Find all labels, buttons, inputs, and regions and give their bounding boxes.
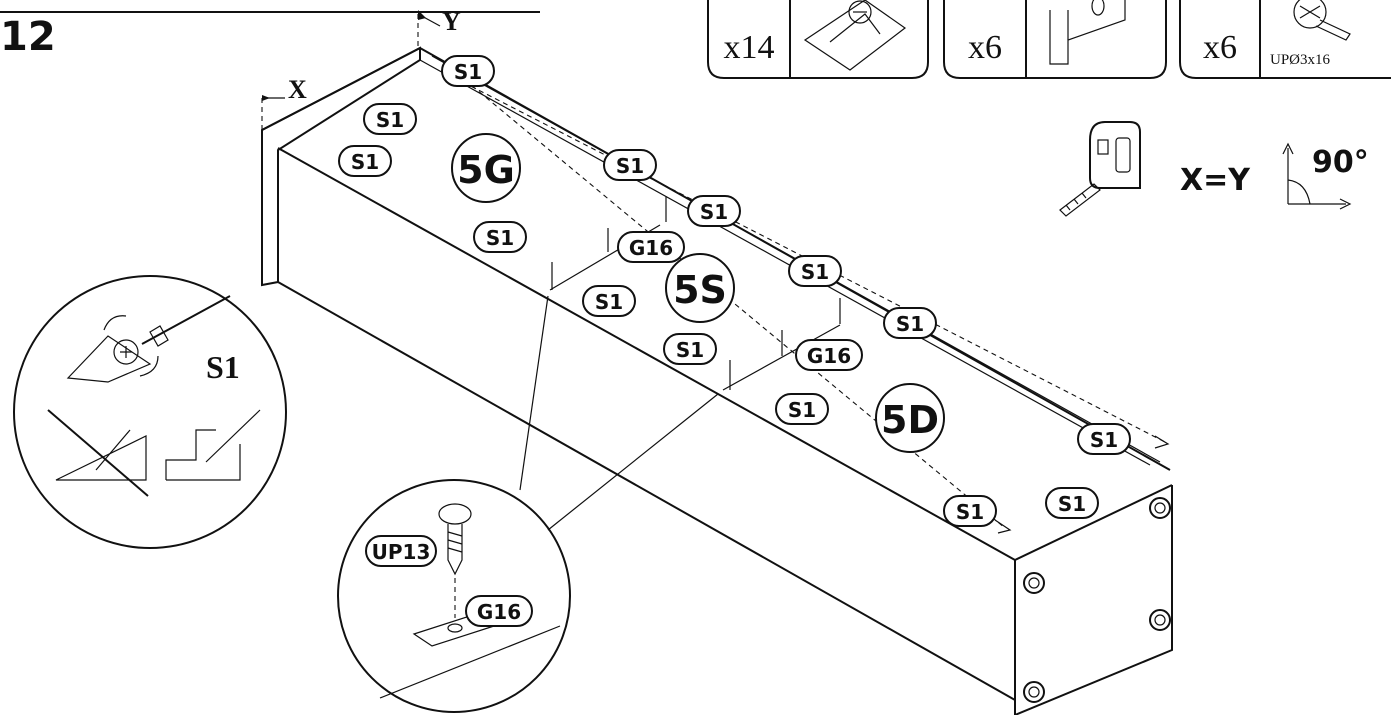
detail-s1-label: S1 <box>206 349 240 385</box>
svg-text:S1: S1 <box>376 108 404 132</box>
g16-callout: G16 <box>617 231 685 263</box>
s1-callout: S1 <box>441 55 495 87</box>
connector-plate-icon <box>1049 0 1126 65</box>
wrong-mount-icon <box>47 409 149 497</box>
svg-text:G16: G16 <box>807 344 851 368</box>
s1-callout: S1 <box>663 333 717 365</box>
step-header: 12 <box>0 11 540 60</box>
angle-label: 90° <box>1312 145 1369 180</box>
g16-callout: G16 <box>795 339 863 371</box>
axis-y-label: Y <box>442 7 461 36</box>
correct-mount-icon <box>165 409 261 481</box>
step-number: 12 <box>0 14 56 60</box>
svg-text:S1: S1 <box>1058 492 1086 516</box>
s1-callout: S1 <box>603 149 657 181</box>
axis-y: Y <box>417 7 461 48</box>
s1-callout: S1 <box>943 495 997 527</box>
screw-code: UPØ3x16 <box>1270 52 1331 68</box>
svg-text:UP13: UP13 <box>372 540 431 564</box>
screw-icon <box>438 503 472 576</box>
svg-text:G16: G16 <box>629 236 673 260</box>
svg-text:S1: S1 <box>616 154 644 178</box>
axis-x-label: X <box>288 75 307 104</box>
axis-x: X <box>261 75 307 130</box>
svg-text:5G: 5G <box>457 148 515 192</box>
panel-label-5s: 5S <box>665 253 735 323</box>
s1-callout: S1 <box>775 393 829 425</box>
svg-text:S1: S1 <box>896 312 924 336</box>
parts-box-1: x14 <box>707 0 929 79</box>
svg-text:S1: S1 <box>351 150 379 174</box>
panel-label-5d: 5D <box>875 383 945 453</box>
svg-text:S1: S1 <box>801 260 829 284</box>
screwdriver-icon <box>141 295 231 347</box>
s1-callout: S1 <box>883 307 937 339</box>
screw-icon <box>1293 0 1351 41</box>
s1-callout: S1 <box>1045 487 1099 519</box>
svg-text:S1: S1 <box>486 226 514 250</box>
screw-marks <box>551 196 841 390</box>
s1-callout: S1 <box>582 285 636 317</box>
cabinet-outline <box>261 46 1173 715</box>
s1-callout: S1 <box>473 221 527 253</box>
svg-text:5D: 5D <box>881 398 939 442</box>
parts-qty-3: x6 <box>1203 29 1237 66</box>
parts-box-3: x6 UPØ3x16 <box>1179 0 1391 79</box>
right-angle-icon <box>1282 142 1352 210</box>
corner-bracket-icon <box>66 315 159 383</box>
svg-text:S1: S1 <box>956 500 984 524</box>
detail-s1-bracket: S1 <box>13 275 287 549</box>
measure-formula: X=Y <box>1180 163 1251 198</box>
s1-callout: S1 <box>1077 423 1131 455</box>
s1-callout: S1 <box>338 145 392 177</box>
svg-text:5S: 5S <box>673 268 727 312</box>
parts-box-2: x6 <box>943 0 1167 79</box>
detail-screw-plate: UP13 G16 <box>337 295 719 713</box>
panel-label-5g: 5G <box>451 133 521 203</box>
tape-measure-icon <box>1059 121 1141 217</box>
s1-callout: S1 <box>363 103 417 135</box>
parts-qty-2: x6 <box>968 29 1002 66</box>
parts-qty-1: x14 <box>724 29 775 66</box>
svg-text:S1: S1 <box>788 398 816 422</box>
s1-callout: S1 <box>687 195 741 227</box>
corner-bracket-icon <box>803 0 907 71</box>
svg-text:S1: S1 <box>454 60 482 84</box>
svg-text:S1: S1 <box>595 290 623 314</box>
svg-text:S1: S1 <box>676 338 704 362</box>
svg-text:S1: S1 <box>1090 428 1118 452</box>
svg-text:G16: G16 <box>477 600 521 624</box>
svg-text:S1: S1 <box>700 200 728 224</box>
s1-callout: S1 <box>788 255 842 287</box>
